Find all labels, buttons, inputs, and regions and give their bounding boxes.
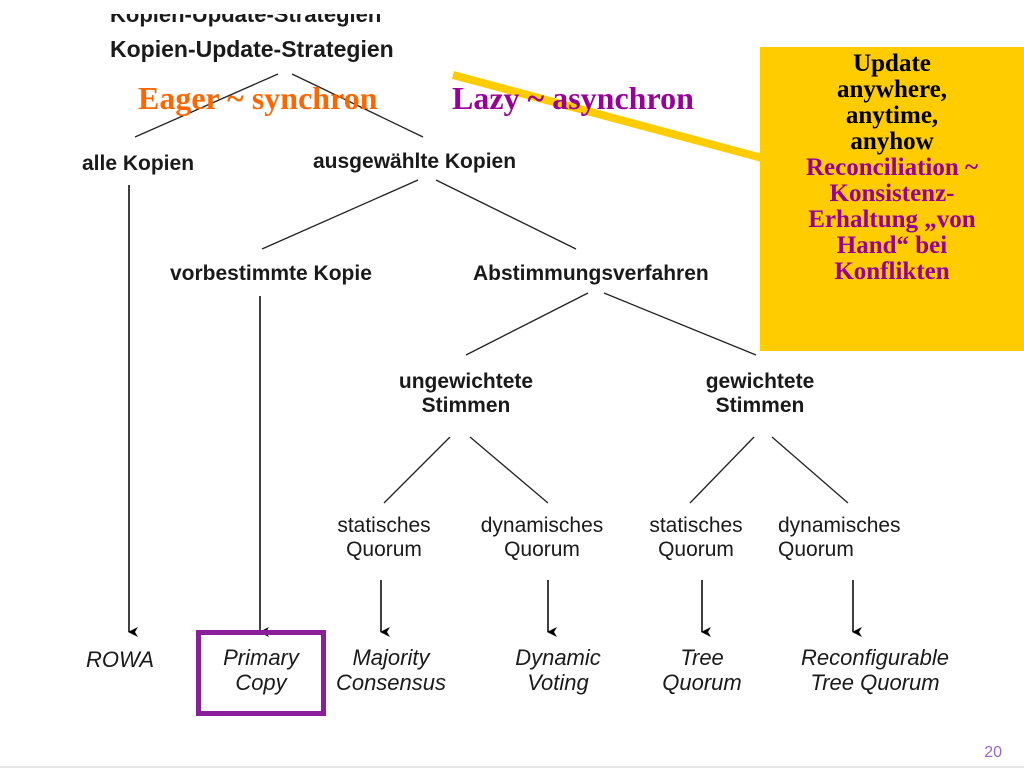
node-dynamisches-quorum-2: dynamisches Quorum bbox=[778, 514, 942, 562]
callout-line-anytime: anytime, bbox=[845, 102, 939, 129]
node-statisches-quorum-1: statisches Quorum bbox=[318, 514, 450, 562]
edge-ausgewaehlt-vorbestimmt bbox=[261, 179, 419, 250]
node-gewichtete-line1: gewichtete bbox=[705, 370, 815, 393]
leaf-reconfigurable-tree-quorum: Reconfigurable Tree Quorum bbox=[778, 645, 972, 696]
leaf-rowa: ROWA bbox=[86, 647, 155, 672]
leaf-tree-line1: Tree bbox=[680, 645, 724, 670]
callout-line-anyhow: anyhow bbox=[850, 128, 934, 155]
edge-abstimmung-gew bbox=[603, 292, 757, 356]
page-number: 20 bbox=[984, 744, 1002, 761]
edge-gew-statisch bbox=[689, 436, 755, 504]
node-statisch2-line2: Quorum bbox=[658, 538, 734, 562]
node-abstimmungsverfahren: Abstimmungsverfahren bbox=[473, 262, 709, 285]
leaf-majority-consensus: Majority Consensus bbox=[320, 645, 462, 696]
leaf-dynamic-line2: Voting bbox=[527, 670, 589, 696]
leaf-primary-copy: Primary Copy bbox=[200, 645, 322, 696]
callout-pointer bbox=[451, 71, 764, 162]
node-ausgewaehlte-kopien: ausgewählte Kopien bbox=[313, 150, 517, 173]
leaf-primary-line1: Primary bbox=[223, 645, 299, 670]
edge-abstimmung-ungew bbox=[465, 292, 589, 356]
node-alle-kopien: alle Kopien bbox=[82, 152, 195, 175]
node-statisch1-line1: statisches bbox=[337, 514, 431, 537]
node-dyn1-line1: dynamisches bbox=[480, 514, 604, 537]
node-vorbestimmte-kopie: vorbestimmte Kopie bbox=[170, 262, 372, 285]
node-dynamisches-quorum-1: dynamisches Quorum bbox=[462, 514, 622, 562]
title-fragment: Kopien-Update-Strategien bbox=[110, 14, 382, 27]
edge-root-alle bbox=[134, 73, 279, 138]
edge-gew-dyn bbox=[771, 436, 849, 504]
leaf-majority-line2: Consensus bbox=[335, 670, 447, 696]
callout-line-update: Update bbox=[853, 50, 931, 77]
leaf-dynamic-line1: Dynamic bbox=[515, 645, 601, 670]
leaf-tree-quorum: Tree Quorum bbox=[640, 645, 764, 696]
node-dyn2-line2: Quorum bbox=[778, 538, 854, 562]
node-dyn2-line1: dynamisches bbox=[778, 514, 901, 537]
lazy-label: Lazy ~ asynchron bbox=[452, 80, 694, 116]
leaf-reconf-line2: Tree Quorum bbox=[810, 670, 940, 696]
callout-line-hand: Hand“ bei bbox=[836, 232, 948, 259]
node-ungewichtete-stimmen: ungewichtete Stimmen bbox=[376, 370, 556, 418]
edge-root-ausgewaehlt bbox=[291, 73, 424, 138]
footer-bar bbox=[0, 766, 1024, 768]
edge-ungew-statisch bbox=[383, 436, 451, 504]
callout-line-konflikten: Konflikten bbox=[834, 258, 950, 285]
callout-line-anywhere: anywhere, bbox=[837, 76, 947, 103]
node-statisch1-line2: Quorum bbox=[346, 538, 422, 562]
edge-ungew-dyn bbox=[469, 436, 549, 504]
callout-line-erhaltung: Erhaltung „von bbox=[808, 206, 976, 233]
node-gewichtete-line2: Stimmen bbox=[715, 394, 805, 418]
leaf-primary-line2: Copy bbox=[235, 670, 287, 696]
leaf-reconf-line1: Reconfigurable bbox=[801, 645, 949, 670]
primary-copy-highlight-box bbox=[196, 630, 326, 716]
root-title: Kopien-Update-Strategien bbox=[110, 36, 394, 62]
callout-line-konsistenz: Konsistenz- bbox=[829, 180, 955, 207]
node-gewichtete-stimmen: gewichtete Stimmen bbox=[670, 370, 850, 418]
edge-ausgewaehlt-abstimmung bbox=[435, 179, 577, 250]
node-ungewichtete-line1: ungewichtete bbox=[398, 370, 534, 393]
node-dyn1-line2: Quorum bbox=[504, 538, 580, 562]
leaf-tree-line2: Quorum bbox=[662, 670, 742, 696]
node-ungewichtete-line2: Stimmen bbox=[421, 394, 511, 418]
leaf-majority-line1: Majority bbox=[352, 645, 430, 670]
node-statisches-quorum-2: statisches Quorum bbox=[630, 514, 762, 562]
node-statisch2-line1: statisches bbox=[649, 514, 743, 537]
eager-label: Eager ~ synchron bbox=[138, 80, 378, 116]
callout-box: Update anywhere, anytime, anyhow Reconci… bbox=[760, 47, 1024, 351]
leaf-dynamic-voting: Dynamic Voting bbox=[488, 645, 628, 696]
callout-line-reconciliation: Reconciliation ~ bbox=[805, 154, 978, 181]
